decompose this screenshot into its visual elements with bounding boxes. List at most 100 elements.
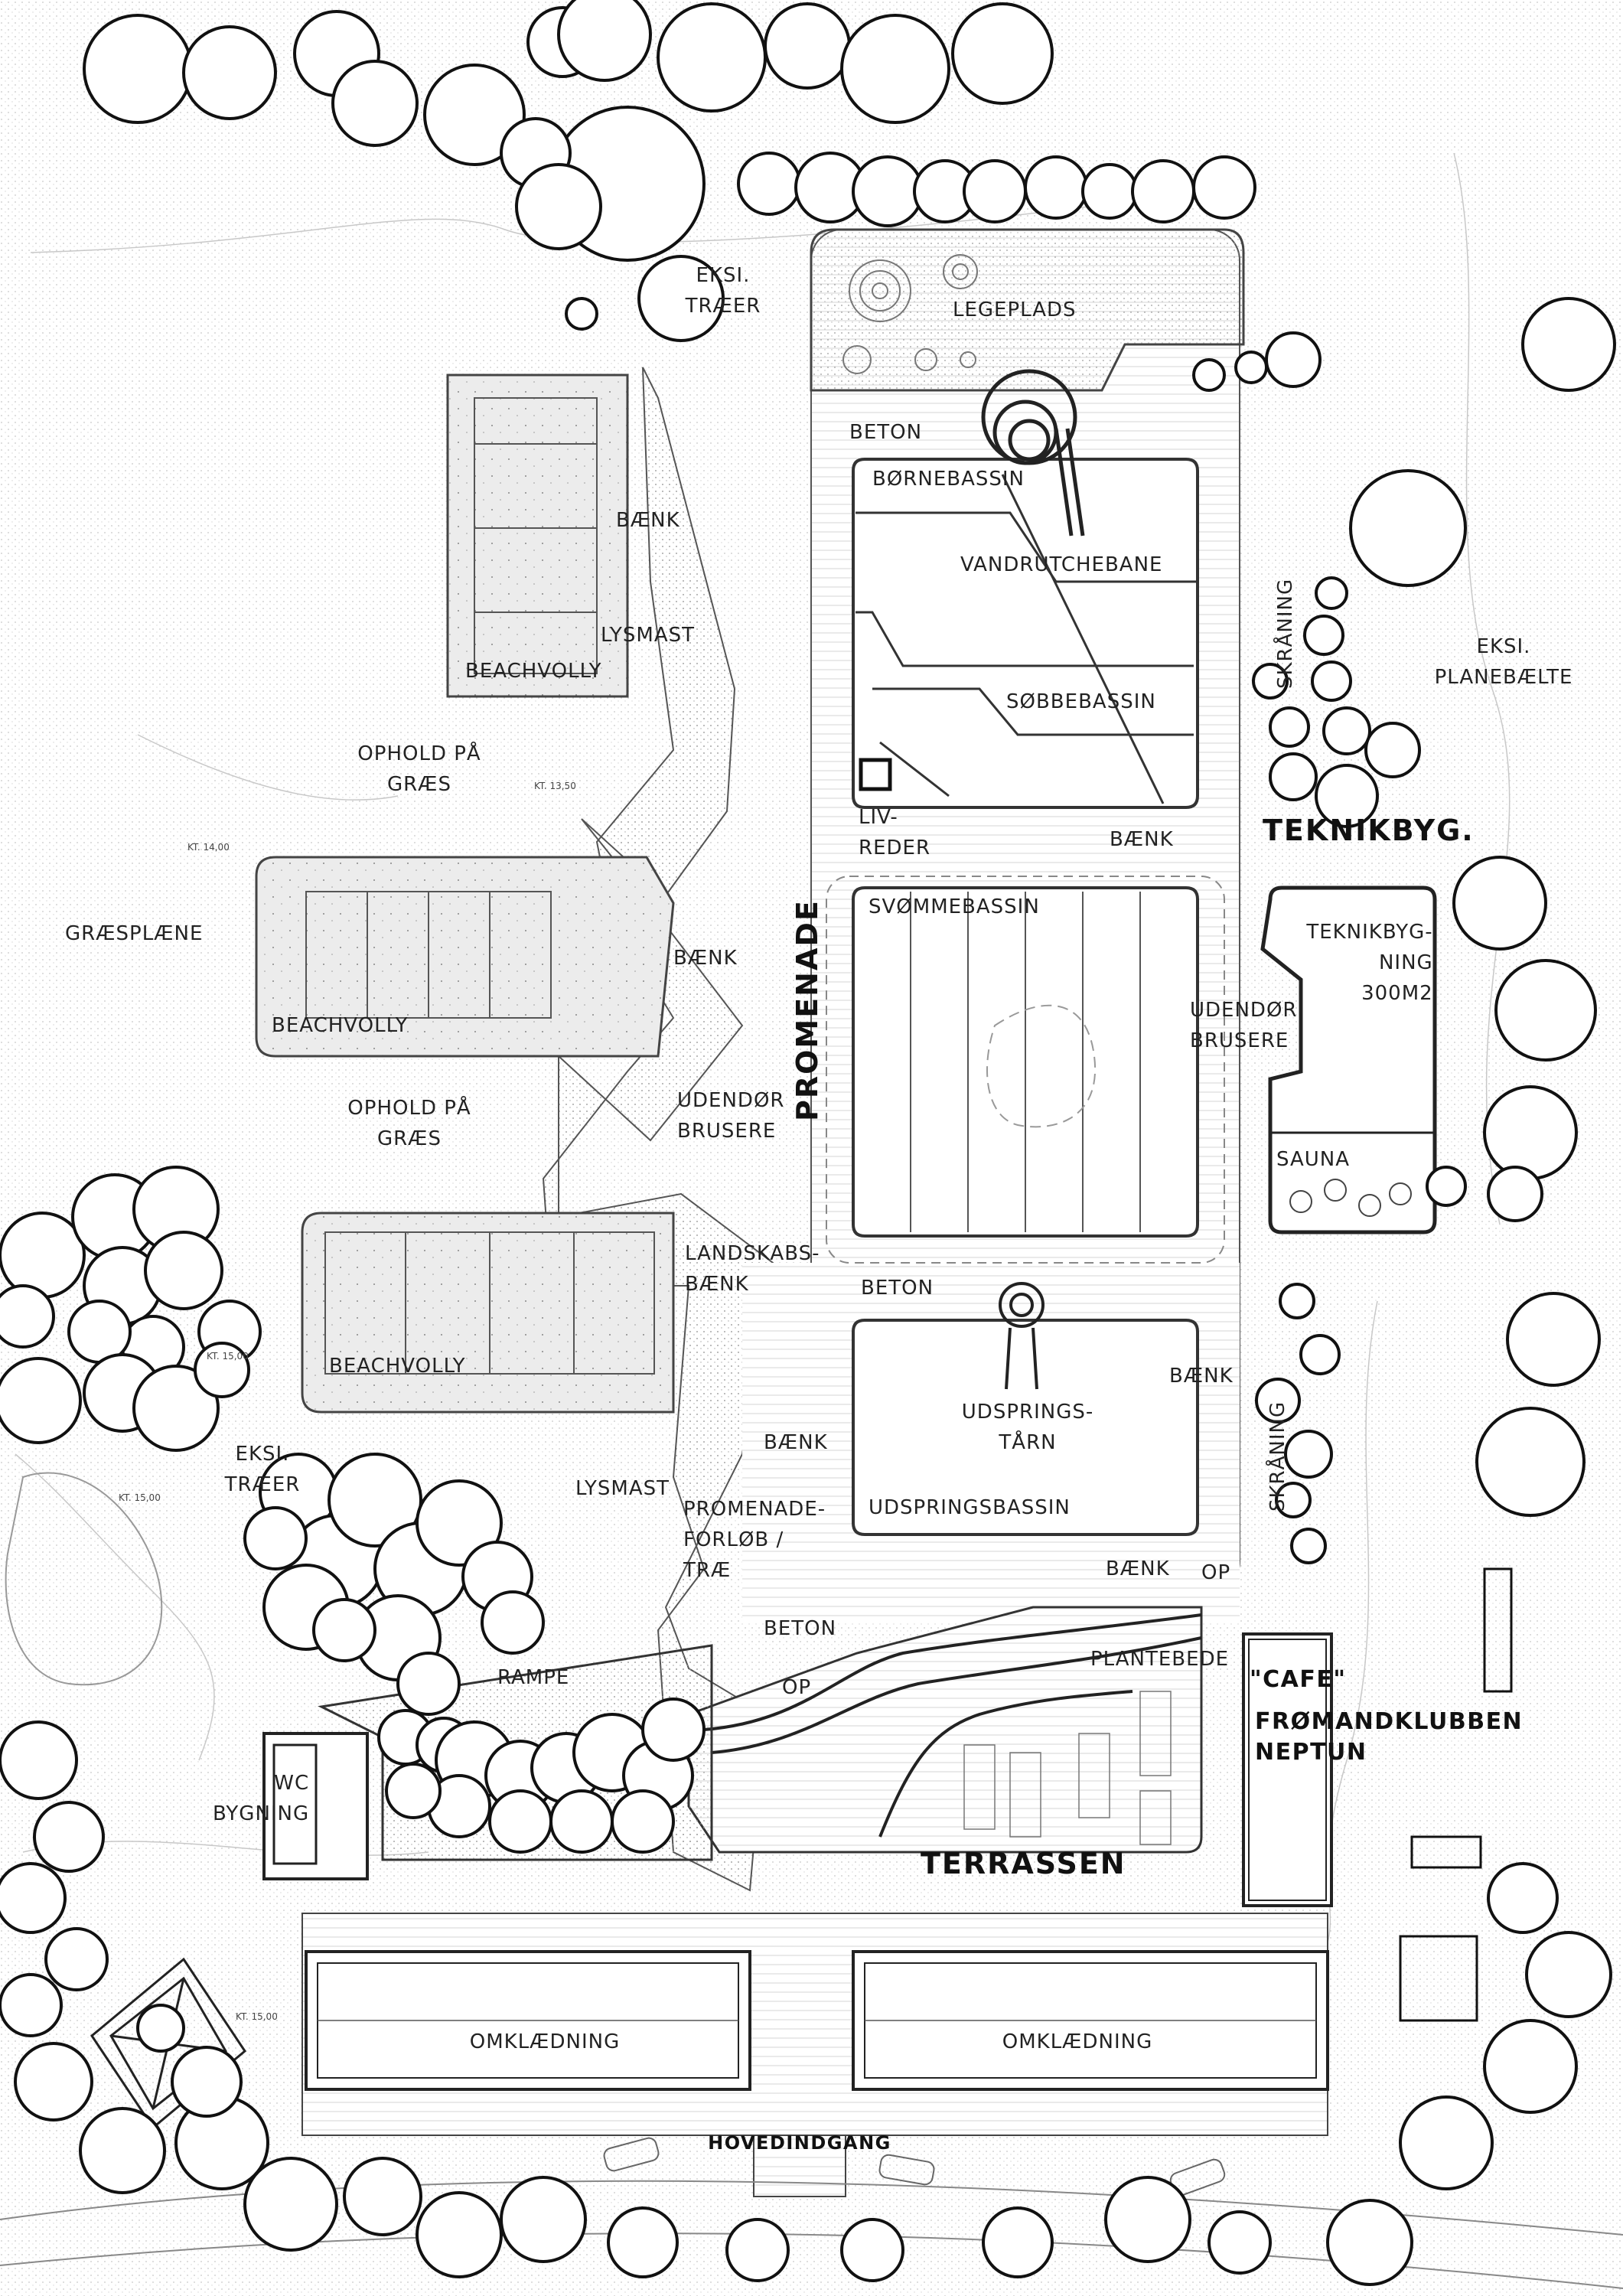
- landscape-bench-label: LANDSKABS-BÆNK: [685, 1242, 820, 1296]
- bench-label: BÆNK: [616, 509, 680, 532]
- tree-icon: [481, 1590, 545, 1655]
- road: [0, 2180, 1623, 2236]
- tree-icon: [1284, 1430, 1333, 1479]
- tree-icon: [243, 2157, 338, 2252]
- tree-icon: [1349, 469, 1467, 587]
- contour-lines: [15, 152, 1511, 1991]
- diving-pool: [852, 1319, 1199, 1536]
- terrace-tables: [963, 1691, 1172, 1845]
- cafe-label: "CAFE": [1250, 1666, 1347, 1693]
- concrete-label: BETON: [861, 1277, 934, 1300]
- tree-icon: [1207, 2210, 1272, 2275]
- slope-label: SKRÅNING: [1266, 1401, 1289, 1512]
- tree-icon: [1192, 155, 1256, 220]
- tree-icon: [0, 1720, 78, 1800]
- terrace-label: TERRASSEN: [921, 1847, 1126, 1880]
- car: [878, 2154, 935, 2186]
- main-entrance-label: HOVEDINDGANG: [708, 2132, 891, 2154]
- tree-icon: [549, 1789, 614, 1854]
- cafe-building: [1242, 1632, 1333, 1907]
- tree-icon: [1192, 358, 1226, 392]
- tree-icon: [557, 0, 652, 82]
- water-slide-label: VANDRUTCHEBANE: [960, 553, 1163, 576]
- tree-icon: [1364, 722, 1421, 778]
- lifeguard-station: [859, 758, 892, 791]
- diving-pool-label: UDSPRINGSBASSIN: [869, 1496, 1071, 1519]
- tree-icon: [1326, 2199, 1413, 2286]
- beachvolley-label: BEACHVOLLY: [329, 1355, 466, 1378]
- beachvolley-label: BEACHVOLLY: [272, 1014, 409, 1037]
- shed: [1483, 1567, 1513, 1693]
- tree-icon: [1315, 764, 1379, 828]
- slope-label: SKRÅNING: [1274, 578, 1297, 689]
- childrens-pool: [852, 458, 1199, 809]
- tree-icon: [1494, 959, 1597, 1062]
- tree-icon: [951, 2, 1054, 105]
- promenade-path: [542, 367, 774, 1892]
- wading-pool-label: SØBBEBASSIN: [1006, 690, 1156, 713]
- promenade-route-label: PROMENADE-FORLØB /TRÆ: [683, 1498, 826, 1582]
- stairs-up-label: OP: [1201, 1561, 1231, 1584]
- tree-icon: [416, 1479, 503, 1567]
- bench-label: BÆNK: [1169, 1365, 1234, 1388]
- tree-icon: [1311, 660, 1352, 702]
- wc-inner: [272, 1743, 318, 1865]
- existing-trees-label: EKSI.TRÆER: [685, 264, 761, 318]
- sauna-label: SAUNA: [1276, 1148, 1351, 1171]
- tree-icon: [1299, 1334, 1341, 1375]
- tree-icon: [0, 1212, 86, 1299]
- tree-icon: [416, 2191, 503, 2278]
- tree-icon: [423, 64, 526, 166]
- tree-icon: [83, 14, 193, 124]
- tree-icon: [1525, 1931, 1612, 2018]
- tree-icon: [1279, 1283, 1315, 1319]
- tree-icon: [0, 1862, 67, 1934]
- tree-icon: [194, 1342, 250, 1398]
- pool-surround-dashed: [826, 876, 1225, 1264]
- tree-icon: [1024, 155, 1088, 220]
- tree-icon: [132, 1365, 220, 1452]
- playground-elements: [842, 254, 978, 374]
- tree-icon: [963, 159, 1027, 223]
- tree-icon: [0, 1973, 63, 2037]
- tree-icon: [852, 155, 924, 227]
- lifeguard-label: LIV-REDER: [859, 806, 931, 859]
- tree-icon: [0, 1284, 55, 1349]
- tree-icon: [1483, 2019, 1578, 2114]
- technical-building-heading: TEKNIKBYG.: [1263, 814, 1475, 847]
- tree-icon: [1290, 1528, 1327, 1564]
- playground-label: LEGEPLADS: [953, 298, 1077, 321]
- tree-icon: [1315, 576, 1348, 610]
- level-label: KT. 14,00: [187, 842, 230, 853]
- tree-icon: [1269, 706, 1310, 748]
- terrace-area: [687, 1606, 1203, 1854]
- childrens-pool-label: BØRNEBASSIN: [872, 468, 1025, 491]
- tree-icon: [1322, 706, 1371, 755]
- existing-trees-label: EKSI.TRÆER: [224, 1443, 301, 1496]
- bench-label: BÆNK: [1110, 828, 1174, 851]
- pond-outline: [5, 1472, 163, 1686]
- diving-tower-label: UDSPRINGS-TÅRN: [961, 1401, 1094, 1454]
- tree-icon: [840, 14, 950, 124]
- bench-label: BÆNK: [764, 1431, 828, 1454]
- beachvolley-court-1: [446, 373, 629, 698]
- tree-icon: [641, 1698, 706, 1762]
- tree-icon: [1426, 1166, 1467, 1207]
- tree-icon: [737, 152, 801, 216]
- cafe-inner: [1248, 1639, 1327, 1901]
- tree-icon: [1275, 1482, 1312, 1518]
- car: [603, 2137, 660, 2172]
- tree-icon: [1234, 351, 1268, 384]
- tree-icon: [1255, 1378, 1301, 1424]
- light-mast-label: LYSMAST: [575, 1477, 670, 1500]
- shed: [1410, 1835, 1482, 1869]
- tree-icon: [385, 1763, 442, 1819]
- tree-icon: [136, 2004, 185, 2053]
- tree-icon: [144, 1231, 223, 1310]
- level-label: KT. 15,00: [236, 2011, 278, 2022]
- stairs-up-label: OP: [782, 1676, 812, 1699]
